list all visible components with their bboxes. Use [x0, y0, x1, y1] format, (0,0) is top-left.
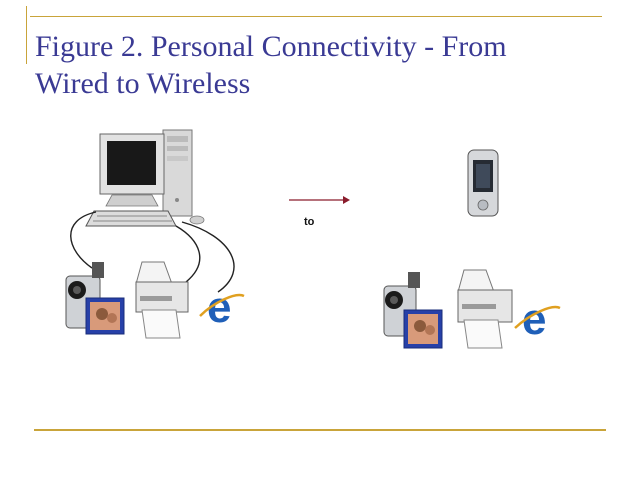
transition-arrow — [289, 196, 350, 204]
camcorder-icon — [383, 272, 443, 349]
pda-icon — [467, 149, 499, 217]
camcorder-icon — [65, 262, 125, 335]
accent-top-rule — [30, 16, 602, 17]
arrow-label: to — [304, 216, 315, 228]
internet-explorer-icon: e — [514, 295, 561, 344]
accent-left-rule — [26, 6, 27, 64]
title-line-2: Wired to Wireless — [35, 67, 251, 100]
printer-icon — [457, 269, 513, 349]
printer-icon — [135, 261, 189, 339]
internet-explorer-icon: e — [199, 283, 245, 332]
desktop-computer-icon — [85, 129, 205, 227]
accent-bottom-rule — [34, 429, 606, 431]
slide-title: Figure 2. Personal Connectivity - From W… — [35, 28, 595, 102]
title-line-1: Figure 2. Personal Connectivity - From — [35, 30, 507, 63]
connection-cables — [70, 211, 235, 293]
